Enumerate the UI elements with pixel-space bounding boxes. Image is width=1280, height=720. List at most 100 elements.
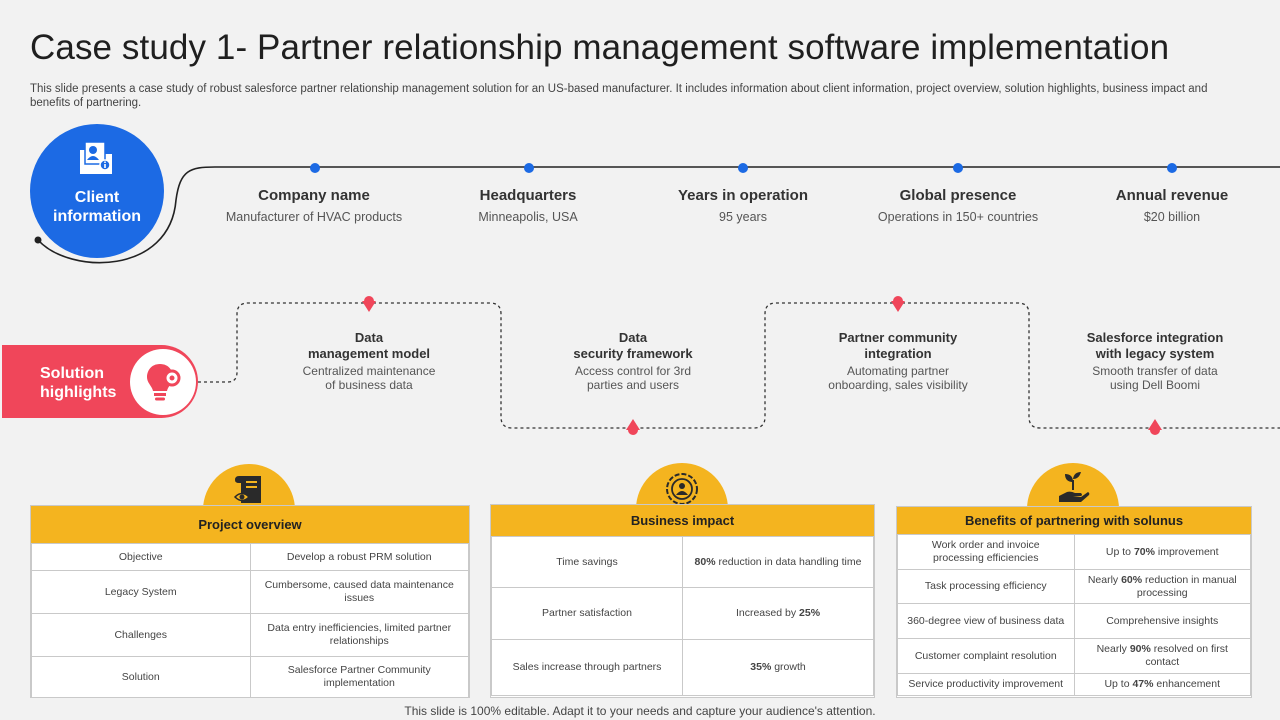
- table-cell-value: 80% reduction in data handling time: [682, 536, 874, 588]
- table-row: Sales increase through partners 35% grow…: [491, 639, 874, 696]
- table-cell-label: Challenges: [31, 613, 251, 657]
- client-item-value: 95 years: [719, 210, 767, 224]
- client-item-value: $20 billion: [1143, 210, 1201, 224]
- business-impact-table: Business impact Time savings 80% reducti…: [490, 504, 875, 698]
- client-information-badge: Client information: [30, 124, 164, 258]
- value-prefix: Nearly: [1096, 643, 1130, 655]
- page-title: Case study 1- Partner relationship manag…: [30, 28, 1170, 67]
- table-cell-label: Customer complaint resolution: [897, 638, 1075, 674]
- table-cell-label: Solution: [31, 656, 251, 698]
- solution-label-line1: Solution: [40, 365, 104, 382]
- table-cell-value: Comprehensive insights: [1073, 603, 1251, 639]
- solution-item-data-security: Data security framework Access control f…: [533, 330, 733, 392]
- client-item-revenue: Annual revenue $20 billion: [1067, 187, 1277, 224]
- table-row: Objective Develop a robust PRM solution: [31, 543, 469, 571]
- client-item-value: Minneapolis, USA: [478, 210, 578, 224]
- table-cell-value: Increased by 25%: [682, 587, 874, 640]
- solution-item-heading: with legacy system: [1095, 346, 1215, 361]
- solution-highlights-badge: Solution highlights: [2, 345, 198, 418]
- solution-item-data-management: Data management model Centralized mainte…: [269, 330, 469, 392]
- solution-item-desc: parties and users: [586, 378, 680, 392]
- client-item-global: Global presence Operations in 150+ count…: [853, 187, 1063, 224]
- value-rest: growth: [771, 661, 806, 673]
- table-cell-value: Develop a robust PRM solution: [249, 543, 469, 571]
- client-item-heading: Global presence: [899, 187, 1017, 204]
- solution-item-heading: Salesforce integration: [1086, 330, 1224, 345]
- value-rest: reduction in data handling time: [715, 555, 862, 568]
- solution-item-heading: Partner community: [838, 330, 958, 345]
- table-cell-label: Legacy System: [31, 570, 251, 614]
- table-cell-label: 360-degree view of business data: [897, 603, 1075, 639]
- solution-item-heading: security framework: [573, 346, 693, 361]
- solution-item-heading: Data: [618, 330, 648, 345]
- table-cell-label: Sales increase through partners: [491, 639, 683, 696]
- value-highlight: 35%: [750, 661, 772, 673]
- value-highlight: 60%: [1121, 573, 1143, 586]
- hand-plant-icon: [1057, 470, 1091, 511]
- client-item-value: Manufacturer of HVAC products: [225, 210, 403, 224]
- table-row: Work order and invoice processing effici…: [897, 534, 1251, 570]
- value-prefix: Up to: [1105, 545, 1134, 558]
- project-overview-table: Project overview Objective Develop a rob…: [30, 505, 470, 698]
- solution-item-desc: Centralized maintenance: [302, 364, 436, 378]
- client-item-heading: Company name: [258, 187, 370, 204]
- table-row: Challenges Data entry inefficiencies, li…: [31, 613, 469, 657]
- solution-item-desc: Access control for 3rd: [574, 364, 692, 378]
- value-rest: Comprehensive insights: [1106, 614, 1219, 627]
- benefits-table: Benefits of partnering with solunus Work…: [896, 506, 1252, 698]
- solution-item-heading: Data: [354, 330, 384, 345]
- solution-item-heading: integration: [864, 346, 932, 361]
- solution-item-desc: of business data: [325, 378, 413, 392]
- client-item-heading: Annual revenue: [1115, 187, 1229, 204]
- table-cell-label: Objective: [31, 543, 251, 571]
- table-row: Partner satisfaction Increased by 25%: [491, 587, 874, 640]
- solution-item-desc: Smooth transfer of data: [1092, 364, 1218, 378]
- table-cell-value: Salesforce Partner Community implementat…: [249, 656, 469, 698]
- value-highlight: 90%: [1129, 643, 1151, 655]
- solution-label-line2: highlights: [40, 384, 117, 401]
- client-label-line2: information: [53, 208, 141, 225]
- table-cell-value: Nearly 90% resolved on first contact: [1073, 638, 1251, 674]
- value-prefix: Nearly: [1087, 573, 1122, 586]
- table-row: Time savings 80% reduction in data handl…: [491, 536, 874, 588]
- solution-item-desc: Automating partner: [846, 364, 950, 378]
- table-cell-value: 35% growth: [682, 639, 874, 696]
- value-highlight: 70%: [1133, 545, 1155, 558]
- table-cell-value: Up to 70% improvement: [1073, 534, 1251, 570]
- client-item-company: Company name Manufacturer of HVAC produc…: [209, 187, 419, 224]
- table-cell-label: Partner satisfaction: [491, 587, 683, 640]
- solution-item-desc: onboarding, sales visibility: [828, 378, 968, 392]
- scroll-eye-icon: [233, 473, 267, 512]
- project-overview-title: Project overview: [31, 506, 469, 543]
- table-row: 360-degree view of business data Compreh…: [897, 603, 1251, 639]
- solution-item-heading: management model: [307, 346, 431, 361]
- table-row: Service productivity improvement Up to 4…: [897, 673, 1251, 696]
- business-impact-title: Business impact: [491, 505, 874, 536]
- table-row: Legacy System Cumbersome, caused data ma…: [31, 570, 469, 614]
- value-highlight: 25%: [799, 607, 821, 619]
- value-highlight: 47%: [1132, 678, 1154, 690]
- lightbulb-gear-icon: [147, 362, 181, 407]
- table-cell-value: Cumbersome, caused data maintenance issu…: [249, 570, 469, 614]
- solution-item-partner-community: Partner community integration Automating…: [798, 330, 998, 392]
- table-cell-label: Task processing efficiency: [897, 569, 1075, 604]
- value-prefix: Up to: [1104, 678, 1133, 690]
- value-prefix: Increased by: [735, 607, 800, 619]
- client-item-heading: Years in operation: [677, 187, 809, 204]
- page-subtitle: This slide presents a case study of robu…: [30, 83, 1208, 109]
- client-item-value: Operations in 150+ countries: [877, 210, 1039, 224]
- table-cell-value: Nearly 60% reduction in manual processin…: [1073, 569, 1251, 604]
- table-cell-label: Work order and invoice processing effici…: [897, 534, 1075, 570]
- profile-folder-icon: [78, 140, 114, 181]
- value-rest: reduction in manual processing: [1136, 573, 1237, 599]
- solution-item-desc: using Dell Boomi: [1109, 378, 1201, 392]
- client-item-heading: Headquarters: [479, 187, 577, 204]
- solution-item-salesforce-integration: Salesforce integration with legacy syste…: [1055, 330, 1255, 392]
- table-cell-label: Service productivity improvement: [897, 673, 1075, 696]
- table-cell-value: Data entry inefficiencies, limited partn…: [249, 613, 469, 657]
- table-row: Task processing efficiency Nearly 60% re…: [897, 569, 1251, 604]
- value-highlight: 80%: [694, 555, 716, 568]
- client-item-headquarters: Headquarters Minneapolis, USA: [423, 187, 633, 224]
- value-rest: improvement: [1154, 545, 1219, 558]
